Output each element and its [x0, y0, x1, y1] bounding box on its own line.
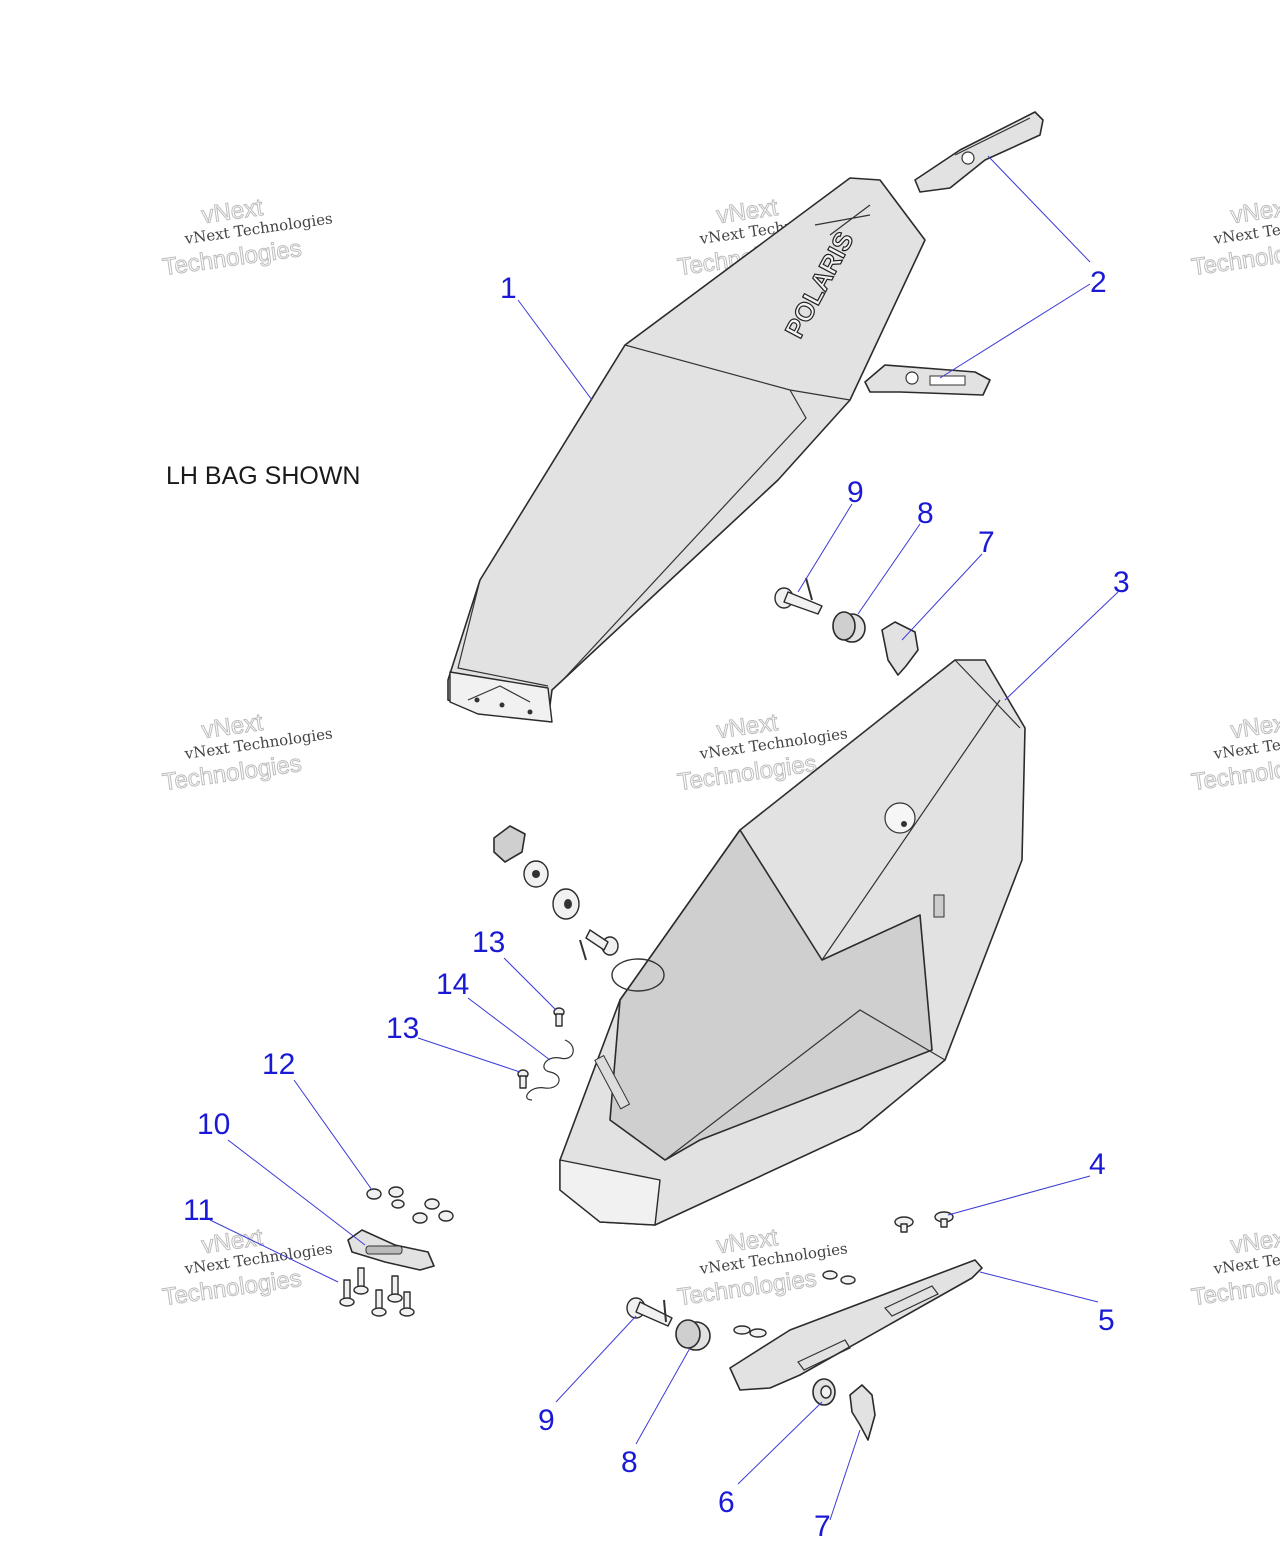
- mounting-plate-part: [729, 1259, 983, 1391]
- catch-part-upper: [881, 621, 919, 676]
- watermark-text-large: Technologies: [161, 750, 304, 796]
- screw-part: [894, 1211, 954, 1233]
- leader-lines: [209, 155, 1119, 1521]
- latch-top-part: [914, 111, 1044, 193]
- catch-part-lower: [849, 1384, 876, 1441]
- bag-body-part: [559, 659, 1026, 1226]
- callout-8-upper: 8: [917, 497, 934, 530]
- callout-10: 10: [197, 1108, 230, 1141]
- callout-6: 6: [718, 1486, 735, 1519]
- view-note-label: LH BAG SHOWN: [166, 462, 361, 490]
- nut-part-group: [366, 1186, 454, 1224]
- callout-9-upper: 9: [847, 476, 864, 509]
- callout-3: 3: [1113, 566, 1130, 599]
- callout-8-lower: 8: [621, 1446, 638, 1479]
- callout-1: 1: [500, 272, 517, 305]
- callout-14: 14: [436, 968, 469, 1001]
- watermark-text-large: Technologies: [161, 1265, 304, 1311]
- callout-2: 2: [1090, 266, 1107, 299]
- hinge-hardware-group: [493, 825, 619, 961]
- callout-13-upper: 13: [472, 926, 505, 959]
- callout-labels: 1 2 3 4 5 6 7 7 8 8 9 9 10 11 12 13 13 1…: [183, 266, 1130, 1541]
- hinge-part: [347, 1229, 435, 1271]
- spring-part: [526, 1039, 574, 1101]
- callout-11: 11: [183, 1194, 214, 1227]
- callout-13-lower: 13: [386, 1012, 419, 1045]
- latch-bottom-part: [864, 364, 991, 396]
- callout-5: 5: [1098, 1304, 1115, 1337]
- watermark-text-large: Technologies: [676, 1265, 819, 1311]
- callout-7-upper: 7: [978, 526, 995, 559]
- bushing-part-lower: [675, 1319, 711, 1351]
- lid-part: POLARIS: [447, 177, 926, 723]
- callout-7-lower: 7: [814, 1510, 831, 1536]
- callout-9-lower: 9: [538, 1404, 555, 1437]
- spacer-part: [812, 1378, 836, 1406]
- callout-4: 4: [1089, 1148, 1106, 1181]
- bolt-part-group: [339, 1267, 415, 1317]
- bushing-part-upper: [832, 611, 866, 643]
- pin-part-lower: [626, 1297, 673, 1327]
- watermark-text-large: Technologies: [161, 235, 304, 281]
- callout-12: 12: [262, 1048, 295, 1081]
- pin-part-upper: [774, 577, 823, 615]
- small-screw-part: [517, 1007, 565, 1089]
